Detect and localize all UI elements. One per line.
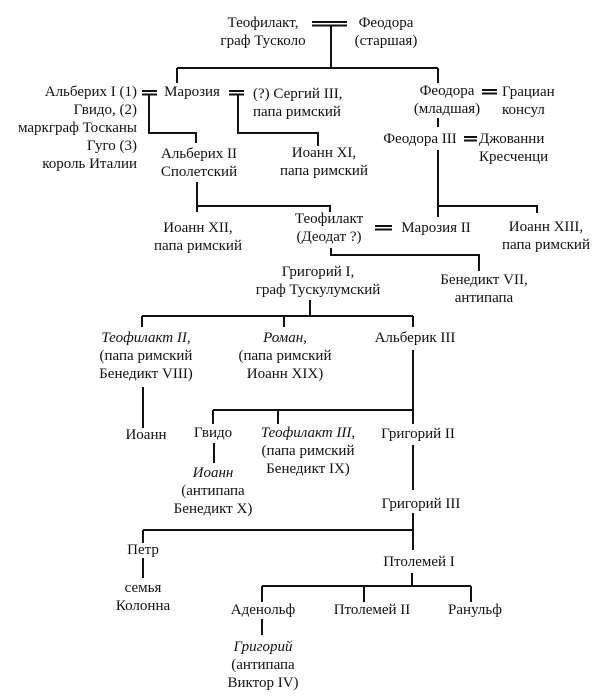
person-title: папа римский (154, 238, 242, 254)
person-name: Григорий II (381, 426, 455, 442)
person-title: король Италии (42, 156, 137, 172)
person-name: Феодора (419, 83, 475, 99)
person-teofilakt-deodat: Теофилакт (Деодат ?) (295, 210, 363, 246)
person-name: (?) Сергий III, (253, 86, 343, 102)
person-name: Кресченци (479, 149, 549, 165)
person-teofilakt3: Теофилакт III, (папа римский Бенедикт IX… (261, 424, 355, 478)
person-title: Сполетский (160, 164, 238, 180)
person-name: Джованни (479, 131, 545, 147)
person-title: Бенедикт VIII) (99, 366, 193, 382)
person-name: Григорий (233, 639, 293, 655)
person-title: граф Тусколо (220, 33, 306, 49)
person-alberic3: Альберик III (375, 329, 456, 347)
person-roman: Роман, (папа римский Иоанн XIX) (239, 329, 332, 383)
person-title: (папа римский (261, 443, 355, 459)
person-name: Грациан (502, 84, 555, 100)
person-title: (антипапа (231, 657, 295, 673)
person-name: Бенедикт VII, (440, 272, 528, 288)
person-title: (старшая) (354, 33, 418, 49)
person-ranulf: Ранульф (448, 601, 502, 619)
person-title: Бенедикт X) (173, 501, 253, 517)
person-name: Птолемей II (333, 602, 411, 618)
descent-lines (141, 26, 538, 635)
person-title: (папа римский (99, 348, 193, 364)
person-name: Альберих I (1) (44, 84, 137, 100)
person-marozia2: Марозия II (401, 219, 471, 237)
person-name: Роман, (263, 330, 307, 346)
person-name: Ранульф (448, 602, 502, 618)
person-title: (папа римский (238, 348, 332, 364)
person-alberich1-spouses: Альберих I (1) Гвидо, (2) маркграф Тоска… (18, 83, 137, 173)
person-feodora-elder: Феодора (старшая) (355, 14, 418, 50)
person-title: папа римский (280, 163, 368, 179)
family-colonna: семья Колонна (116, 579, 170, 615)
person-gregory-antipope: Григорий (антипапа Виктор IV) (227, 638, 298, 692)
person-alberich2: Альберих II Сполетский (161, 145, 237, 181)
person-title: (младшая) (413, 101, 481, 117)
person-gregory1: Григорий I, граф Тускулумский (256, 263, 381, 299)
person-name: Гуго (3) (86, 138, 137, 154)
person-name: Петр (127, 542, 159, 558)
person-title: Бенедикт IX) (266, 461, 350, 477)
person-name: Григорий I, (281, 264, 355, 280)
person-teofilakt-tusculo: Теофилакт, граф Тусколо (220, 14, 305, 50)
person-title: (антипапа (181, 483, 245, 499)
person-name: Иоанн XI, (291, 145, 357, 161)
person-name: Теофилакт (294, 211, 364, 227)
person-feodora3: Феодора III (383, 130, 457, 148)
person-gratian: Грациан консул (502, 83, 555, 119)
person-name: семья (124, 580, 162, 596)
person-name: Феодора (358, 15, 414, 31)
person-john: Иоанн (125, 426, 166, 444)
person-name: Гвидо, (2) (73, 102, 137, 118)
person-title: консул (502, 102, 545, 118)
person-john11: Иоанн XI, папа римский (280, 144, 368, 180)
person-name: Григорий III (381, 496, 461, 512)
person-john12: Иоанн XII, папа римский (154, 219, 242, 255)
person-benedict7: Бенедикт VII, антипапа (440, 271, 527, 307)
person-feodora-younger: Феодора (младшая) (414, 82, 480, 118)
person-name: Альберик III (374, 330, 456, 346)
person-name: Теофилакт, (227, 15, 299, 31)
person-ptolemy2: Птолемей II (334, 601, 411, 619)
person-title: (Деодат ?) (296, 229, 362, 245)
person-guido: Гвидо (194, 424, 232, 442)
person-name: Аденольф (230, 602, 296, 618)
person-title: папа римский (253, 104, 341, 120)
person-name: Марозия (164, 84, 220, 100)
person-giovanni: Джованни Кресченци (479, 130, 548, 166)
person-marozia: Марозия (164, 83, 220, 101)
person-title: маркграф Тосканы (17, 120, 137, 136)
person-name: Иоанн XIII, (508, 219, 584, 235)
person-name: Иоанн (192, 465, 234, 481)
person-gregory2: Григорий II (381, 425, 455, 443)
person-john13: Иоанн XIII, папа римский (502, 218, 590, 254)
person-name: Гвидо (193, 425, 233, 441)
person-adenolf: Аденольф (231, 601, 296, 619)
marriage-lines (142, 21, 497, 231)
person-name: Теофилакт II, (101, 330, 191, 346)
person-petr: Петр (127, 541, 159, 559)
person-name: Иоанн (125, 427, 167, 443)
person-title: граф Тускулумский (255, 282, 381, 298)
person-ptolemy1: Птолемей I (383, 553, 455, 571)
person-name: Теофилакт III, (260, 425, 356, 441)
person-title: антипапа (454, 290, 514, 306)
person-name: Иоанн XII, (163, 220, 233, 236)
person-gregory3: Григорий III (382, 495, 461, 513)
person-sergius3: (?) Сергий III, папа римский (253, 85, 342, 121)
person-title: Иоанн XIX) (246, 366, 324, 382)
person-teofilakt2: Теофилакт II, (папа римский Бенедикт VII… (99, 329, 193, 383)
person-john-antipope: Иоанн (антипапа Бенедикт X) (174, 464, 253, 518)
person-name: Колонна (115, 598, 171, 614)
person-title: папа римский (502, 237, 590, 253)
person-title: Виктор IV) (227, 675, 299, 691)
person-name: Птолемей I (383, 554, 455, 570)
person-name: Марозия II (401, 220, 471, 236)
person-name: Феодора III (383, 131, 457, 147)
person-name: Альберих II (160, 146, 238, 162)
